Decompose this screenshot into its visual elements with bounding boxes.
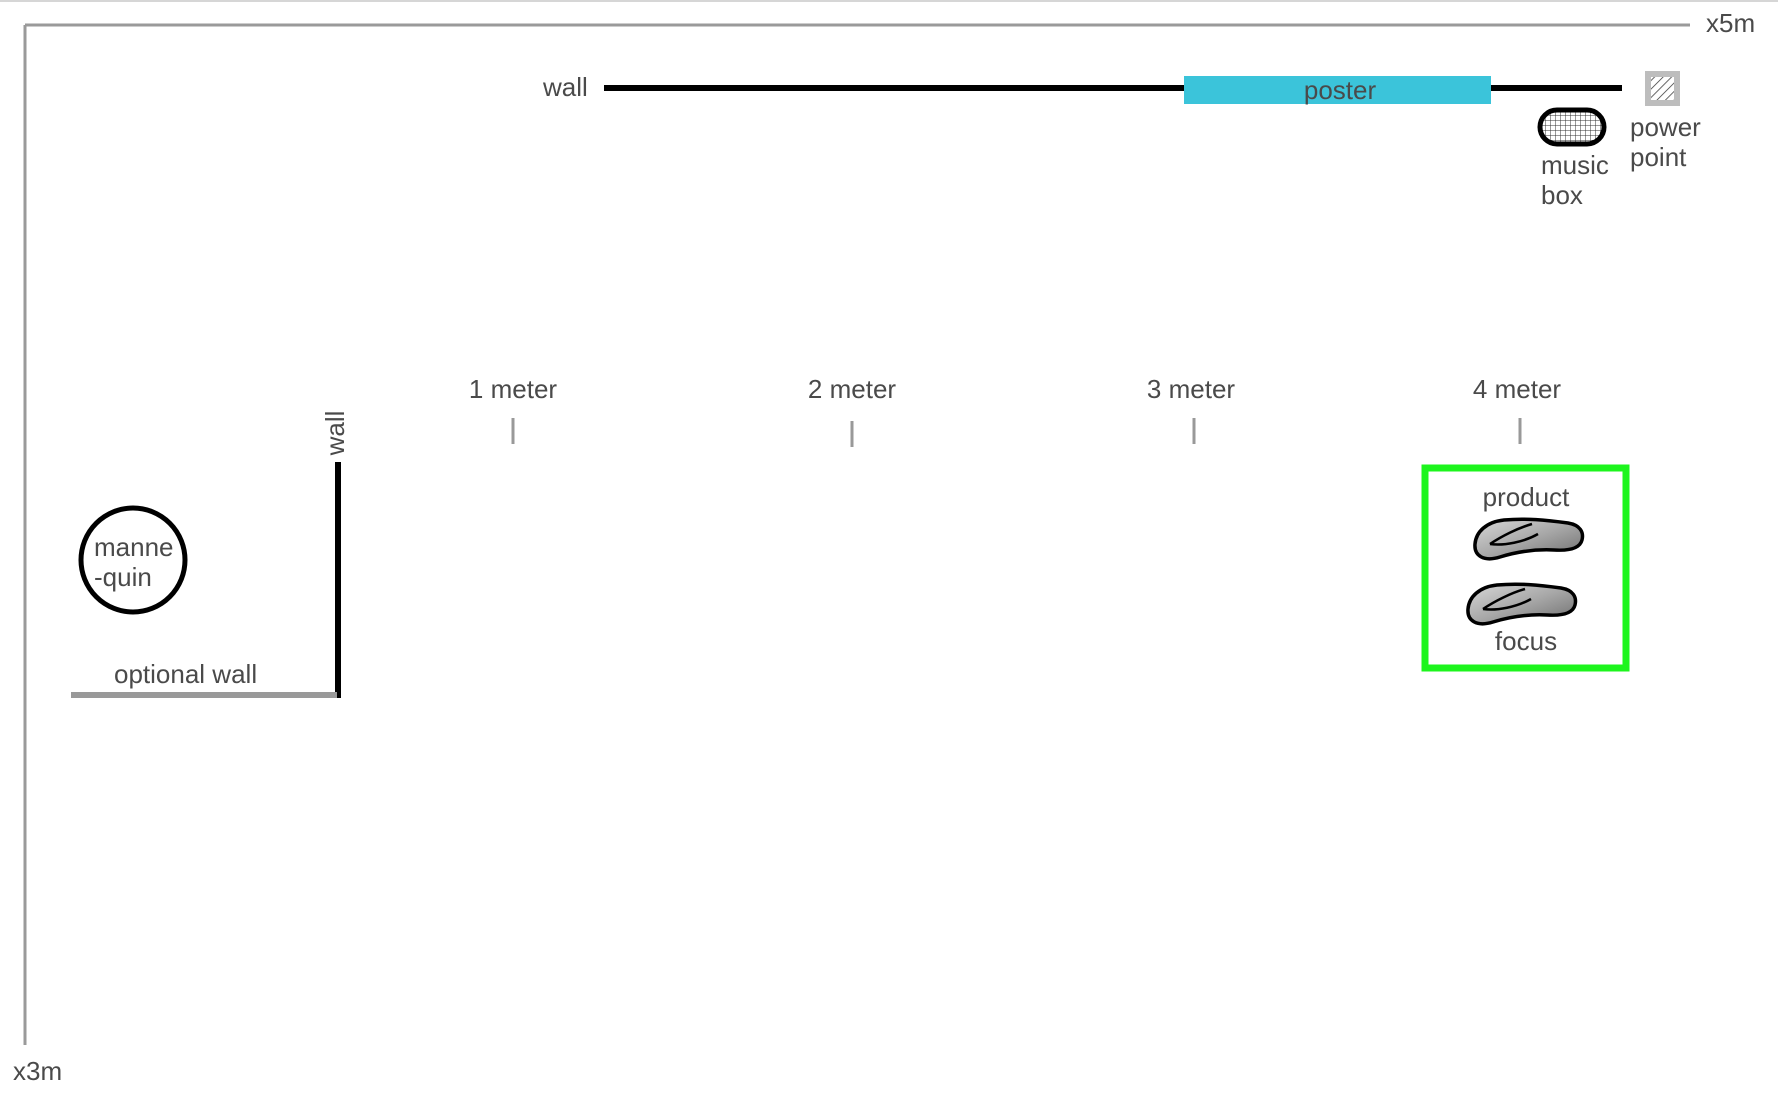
mannequin-label-line2: -quin (94, 562, 152, 592)
music-box-icon (1537, 107, 1607, 147)
scale-label-1m: 1 meter (469, 374, 557, 404)
mannequin: manne -quin (78, 505, 188, 615)
top-wall-label: wall (542, 72, 588, 102)
product-focus: product focus (1421, 464, 1630, 672)
music-box-label-line2: box (1541, 180, 1583, 210)
side-wall-label: wall (320, 411, 350, 457)
room-boundary: x5m x3m (13, 8, 1755, 1086)
distance-scale: 1 meter 2 meter 3 meter 4 meter (469, 374, 1561, 447)
room-depth-label: x3m (13, 1056, 62, 1086)
poster: poster (1184, 75, 1491, 105)
poster-label: poster (1304, 75, 1377, 105)
power-point-label-line2: point (1630, 142, 1687, 172)
flip-flop-icon (1473, 517, 1585, 561)
music-box: music box (1537, 107, 1609, 210)
scale-label-4m: 4 meter (1473, 374, 1561, 404)
scale-label-2m: 2 meter (808, 374, 896, 404)
optional-wall-label: optional wall (114, 659, 257, 689)
flip-flop-icon (1466, 582, 1578, 626)
power-point-label-line1: power (1630, 112, 1701, 142)
product-focus-label-top: product (1483, 482, 1570, 512)
scale-label-3m: 3 meter (1147, 374, 1235, 404)
mannequin-circle (78, 505, 188, 615)
mannequin-label-line1: manne (94, 532, 174, 562)
room-width-label: x5m (1706, 8, 1755, 38)
side-wall: wall (320, 411, 350, 698)
product-focus-frame (1421, 464, 1630, 672)
optional-wall: optional wall (71, 659, 337, 698)
power-point: power point (1630, 71, 1701, 172)
product-focus-label-bottom: focus (1495, 626, 1557, 656)
music-box-label-line1: music (1541, 150, 1609, 180)
power-point-icon (1651, 77, 1674, 100)
poster-rect (1184, 76, 1491, 104)
